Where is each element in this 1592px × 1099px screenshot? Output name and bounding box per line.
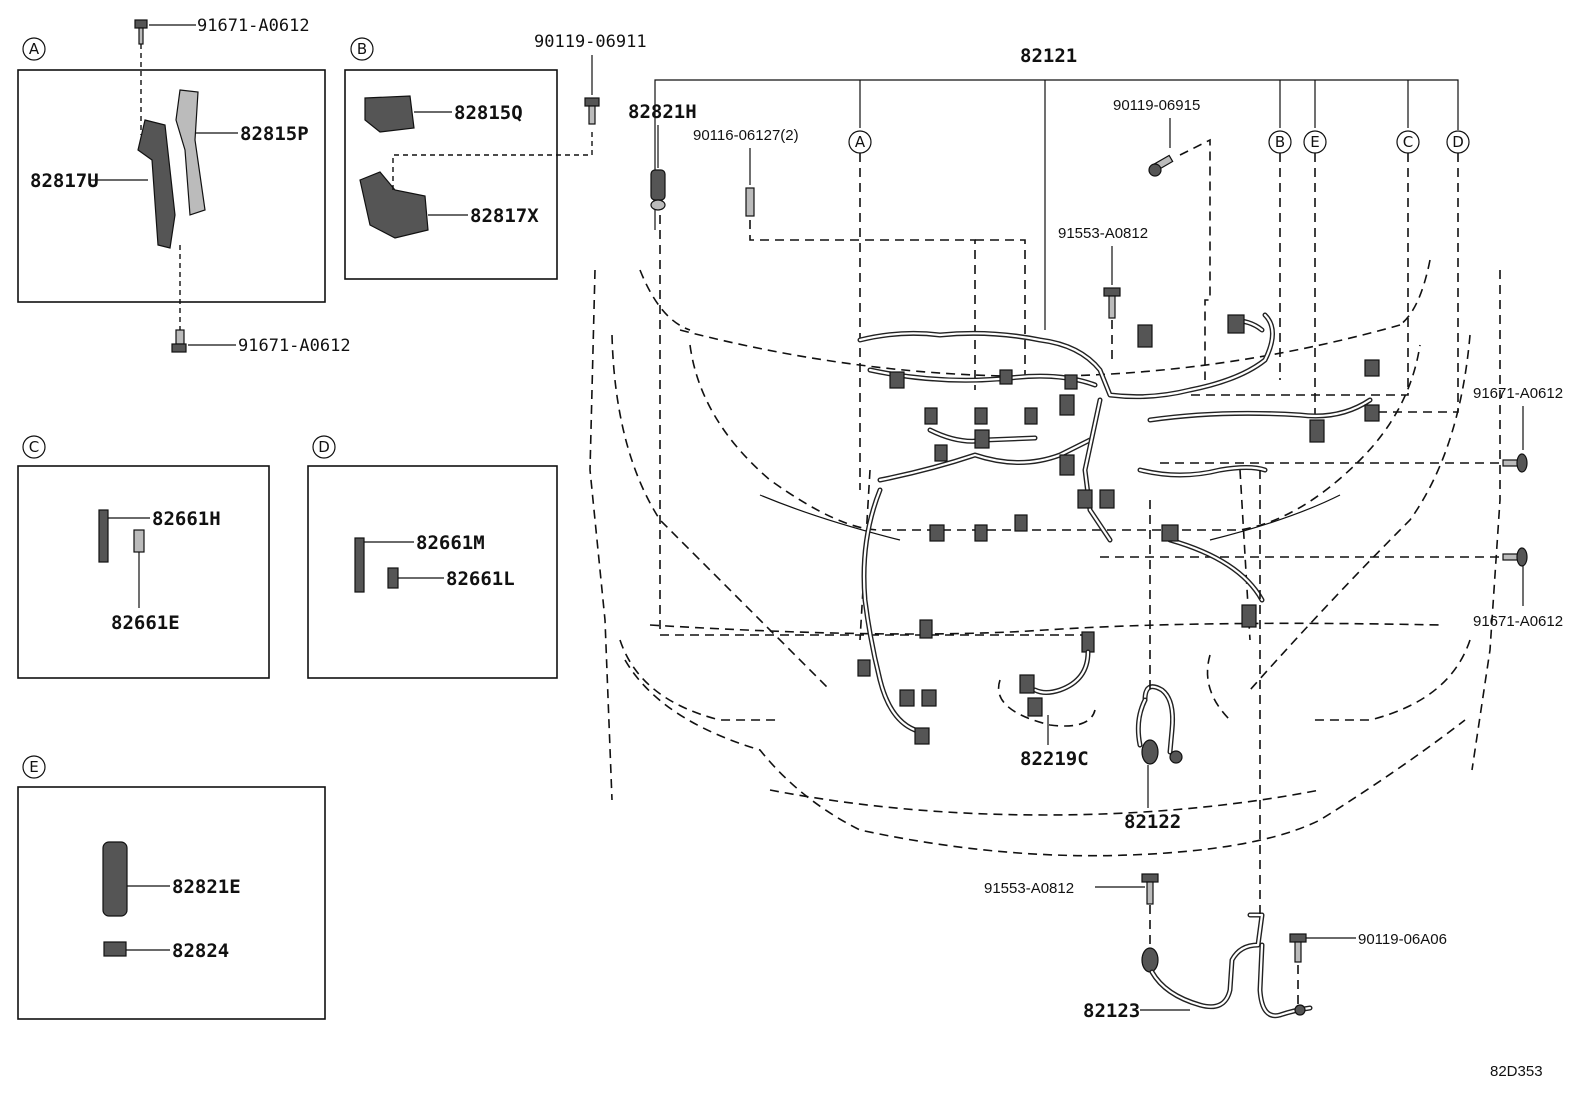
bolt-icon — [1148, 154, 1174, 177]
clip-m-shape — [354, 537, 365, 593]
inset-d: D 82661M 82661L — [307, 435, 558, 679]
stud-icon — [745, 187, 755, 217]
label-91671-a0612-right-lower: 91671-A0612 — [1473, 613, 1563, 630]
label-82821h: 82821H — [628, 101, 697, 123]
bolt-icon — [1289, 933, 1307, 963]
label-82661h: 82661H — [152, 508, 221, 530]
figure-code: 82D353 — [1490, 1063, 1543, 1080]
clip-e-shape — [133, 529, 145, 553]
label-82123: 82123 — [1083, 1000, 1140, 1022]
label-90119-06915: 90119-06915 — [1113, 97, 1200, 114]
inset-a: A 91671-A0612 82815P 82817U 91671-A0612 — [17, 16, 351, 356]
bracket-u-shape — [137, 119, 176, 249]
label-82121: 82121 — [1020, 45, 1077, 67]
ref-circle-b: B — [1275, 133, 1285, 151]
label-82661l: 82661L — [446, 568, 515, 590]
label-91671-a0612-top: 91671-A0612 — [197, 16, 310, 36]
inset-c-letter: C — [29, 438, 39, 456]
wire-82122 — [1135, 684, 1183, 765]
bolt-icon — [1502, 453, 1528, 473]
label-82817x: 82817X — [470, 205, 539, 227]
ref-circle-e: E — [1310, 133, 1319, 151]
wire-82123 — [1141, 912, 1313, 1019]
label-82122: 82122 — [1124, 811, 1181, 833]
bolt-icon — [1103, 287, 1121, 319]
main-diagram: 82121 A B E C D 82821H 90116-06127 — [589, 45, 1563, 1022]
inset-e-frame — [17, 786, 326, 1020]
bracket-x-shape — [359, 171, 429, 239]
inset-b: B 82815Q 82817X — [344, 37, 593, 280]
label-82815p: 82815P — [240, 123, 309, 145]
bolt-icon — [1141, 873, 1159, 905]
label-82824: 82824 — [172, 940, 229, 962]
label-90116-06127: 90116-06127(2) — [693, 127, 799, 144]
inset-a-frame — [17, 69, 326, 303]
label-90119-06911: 90119-06911 — [534, 32, 647, 52]
bracket-p-shape — [175, 89, 206, 216]
label-82661e: 82661E — [111, 612, 180, 634]
bolt-icon — [584, 97, 600, 125]
fuse-block-shape — [102, 841, 128, 917]
label-90119-06a06: 90119-06A06 — [1358, 931, 1447, 948]
sub-harness-82219c — [1019, 631, 1095, 717]
inset-c: C 82661H 82661E — [17, 435, 270, 679]
label-91671-a0612-right-upper: 91671-A0612 — [1473, 385, 1563, 402]
ref-circle-c: C — [1403, 133, 1413, 151]
label-91553-a0812-lower: 91553-A0812 — [984, 880, 1074, 897]
label-82815q: 82815Q — [454, 102, 523, 124]
bolt-icon — [171, 329, 187, 353]
inset-b-frame — [344, 69, 558, 280]
inset-e-letter: E — [29, 758, 38, 776]
bolt-icon — [134, 19, 148, 45]
label-82817u: 82817U — [30, 170, 99, 192]
label-82219c: 82219C — [1020, 748, 1089, 770]
ref-circle-d: D — [1452, 133, 1464, 151]
inset-c-frame — [17, 465, 270, 679]
inset-d-frame — [307, 465, 558, 679]
inset-e: E 82821E 82824 — [17, 755, 326, 1020]
label-82661m: 82661M — [416, 532, 485, 554]
bolt-icon — [1502, 547, 1528, 567]
clip-h-shape — [98, 509, 109, 563]
bracket-q-shape — [364, 95, 415, 133]
label-91671-a0612-bottom: 91671-A0612 — [238, 336, 351, 356]
main-harness-82121 — [857, 312, 1373, 733]
inset-d-letter: D — [318, 438, 330, 456]
inset-b-letter: B — [357, 40, 367, 58]
harness-connectors — [857, 314, 1380, 745]
fuse-shape — [103, 941, 127, 957]
clip-l-shape — [387, 567, 399, 589]
ref-circle-a: A — [855, 133, 866, 151]
holder-82821h-shape — [650, 169, 666, 211]
inset-a-letter: A — [29, 40, 40, 58]
label-82821e: 82821E — [172, 876, 241, 898]
label-91553-a0812-mid: 91553-A0812 — [1058, 225, 1148, 242]
